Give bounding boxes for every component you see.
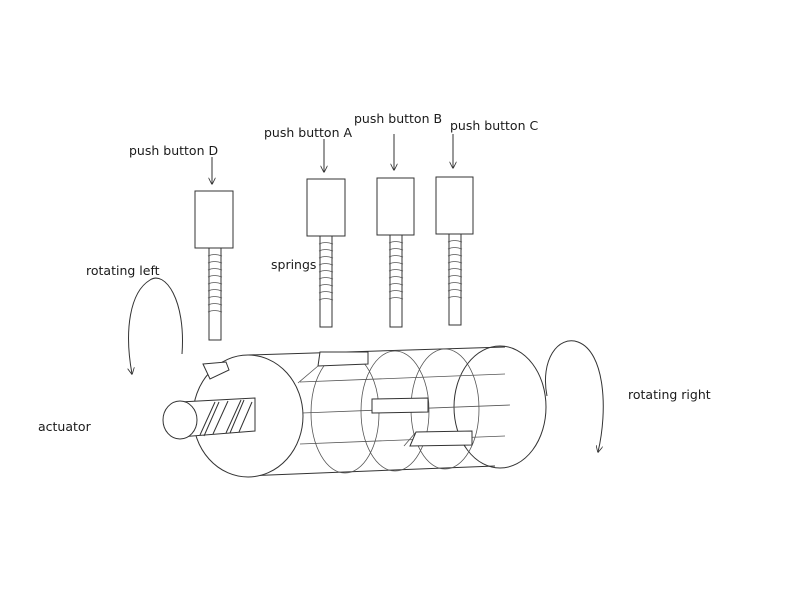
label-rotating-left: rotating left (86, 263, 160, 278)
label-springs: springs (271, 257, 316, 272)
push-button-d (194, 157, 234, 341)
actuator-shaft (162, 397, 256, 440)
rotating-right-arrow (545, 340, 604, 452)
rotating-left-arrow (129, 277, 183, 374)
label-push-button-c: push button C (450, 118, 538, 133)
push-button-b (376, 134, 415, 328)
label-push-button-d: push button D (129, 143, 218, 158)
label-push-button-b: push button B (354, 111, 442, 126)
push-button-c (435, 134, 474, 326)
label-actuator: actuator (38, 419, 92, 434)
label-push-button-a: push button A (264, 125, 352, 140)
push-button-a (306, 139, 346, 328)
label-rotating-right: rotating right (628, 387, 711, 402)
